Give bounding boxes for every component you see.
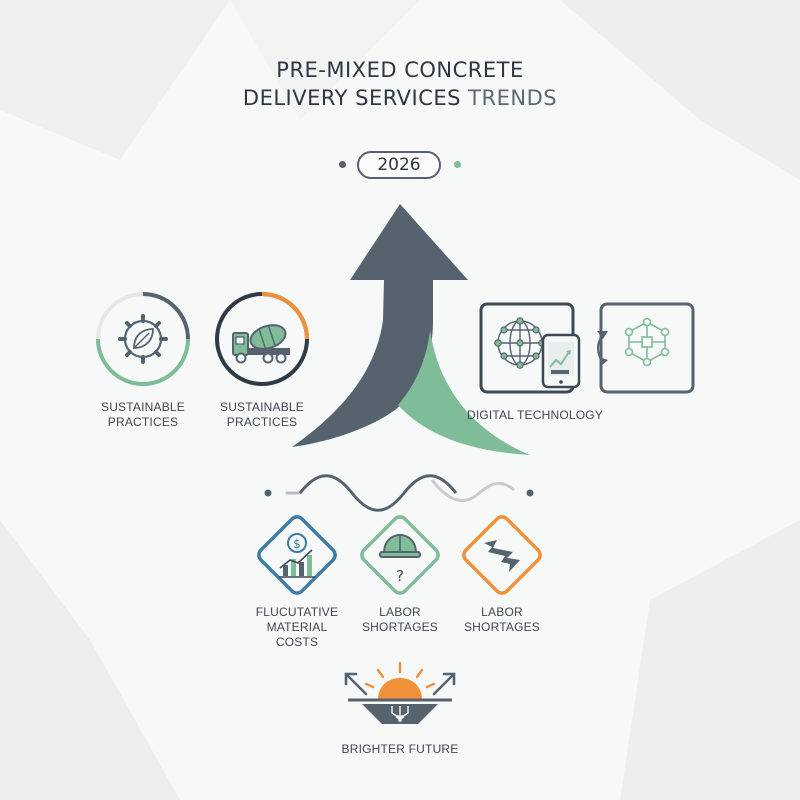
hard-hat-question-icon: ? xyxy=(379,533,421,585)
sustainable-practices-2-label: SUSTAINABLE PRACTICES xyxy=(212,400,312,430)
material-costs-label-line-2: MATERIAL xyxy=(266,620,328,634)
labor-shortages-2-label-line-2: SHORTAGES xyxy=(463,620,541,634)
material-costs-diamond xyxy=(257,515,337,595)
cycle-network-icon xyxy=(597,317,670,367)
sustainable-practices-1-icon-ring xyxy=(96,292,190,387)
title-line-1: PRE-MIXED CONCRETE xyxy=(276,58,524,82)
labor-shortages-2-label-line-1: LABOR xyxy=(481,605,523,619)
leaf-gear-icon xyxy=(118,314,168,364)
sustainable-practices-2-icon-ring xyxy=(215,292,309,386)
zigzag-arrow-icon xyxy=(484,540,520,572)
network-globe-icon xyxy=(494,317,546,369)
sustainable-practices-2-label-line-2: PRACTICES xyxy=(226,415,298,429)
digital-technology-label: DIGITAL TECHNOLOGY xyxy=(466,408,604,422)
title-line-2-suffix: TRENDS xyxy=(461,86,558,110)
sustainable-practices-1-label-line-2: PRACTICES xyxy=(107,415,179,429)
year-badge: 2026 xyxy=(357,151,441,179)
wave-divider xyxy=(264,474,534,512)
sustainable-practices-1-label-line-1: SUSTAINABLE xyxy=(100,400,185,414)
growth-arrow xyxy=(292,204,530,455)
material-costs-label: FLUCUTATIVE MATERIAL COSTS xyxy=(247,605,347,650)
labor-shortages-2-label: LABOR SHORTAGES xyxy=(452,605,552,635)
smartphone-chart-icon xyxy=(541,333,581,389)
svg-text:?: ? xyxy=(396,567,404,585)
sustainable-practices-1-label: SUSTAINABLE PRACTICES xyxy=(93,400,193,430)
title-line-2: DELIVERY SERVICES TRENDS xyxy=(0,84,800,112)
labor-shortages-1-label-line-1: LABOR xyxy=(379,605,421,619)
material-costs-label-line-1: FLUCUTATIVE xyxy=(255,605,339,619)
labor-shortages-1-label: LABOR SHORTAGES xyxy=(350,605,450,635)
page-title: PRE-MIXED CONCRETE DELIVERY SERVICES TRE… xyxy=(0,56,800,112)
rising-sun-icon xyxy=(344,661,456,724)
dollar-bar-chart-icon: $ xyxy=(279,533,315,578)
concrete-mixer-truck-icon xyxy=(232,324,290,364)
labor-shortages-1-label-line-2: SHORTAGES xyxy=(361,620,439,634)
sustainable-practices-2-label-line-1: SUSTAINABLE xyxy=(219,400,304,414)
year-left-dot xyxy=(339,161,346,168)
svg-text:$: $ xyxy=(293,537,301,551)
brighter-future-label: BRIGHTER FUTURE xyxy=(341,742,459,756)
year-right-dot xyxy=(454,161,461,168)
material-costs-label-line-3: COSTS xyxy=(275,635,319,649)
title-line-2-main: DELIVERY SERVICES xyxy=(242,86,461,110)
